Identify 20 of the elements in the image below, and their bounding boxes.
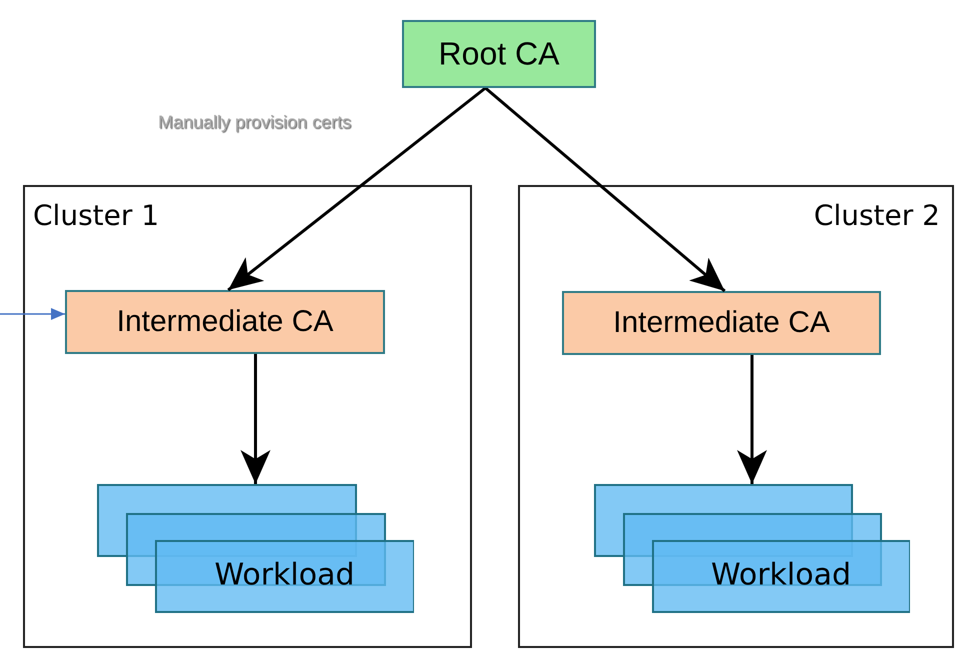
cluster-title: Cluster 1 <box>33 199 160 232</box>
arrow <box>227 86 486 292</box>
arrow <box>0 308 65 320</box>
stacked-cards <box>594 484 910 613</box>
cluster-title: Cluster 2 <box>814 199 940 232</box>
node-label: Root CA <box>438 36 560 72</box>
node-label: Workload <box>213 558 356 592</box>
arrow <box>240 354 270 484</box>
process-box <box>65 290 385 354</box>
cluster-container <box>23 185 472 648</box>
node-label: Intermediate CA <box>116 305 334 339</box>
node-label: Workload <box>710 558 852 592</box>
stacked-cards <box>97 484 414 613</box>
root-ca-box <box>402 20 596 88</box>
arrow <box>484 86 726 292</box>
cluster-container <box>518 185 954 648</box>
edge-label: Manually provision certs <box>158 112 352 133</box>
arrow <box>737 355 767 484</box>
process-box <box>562 291 881 355</box>
node-label: Intermediate CA <box>612 306 831 340</box>
